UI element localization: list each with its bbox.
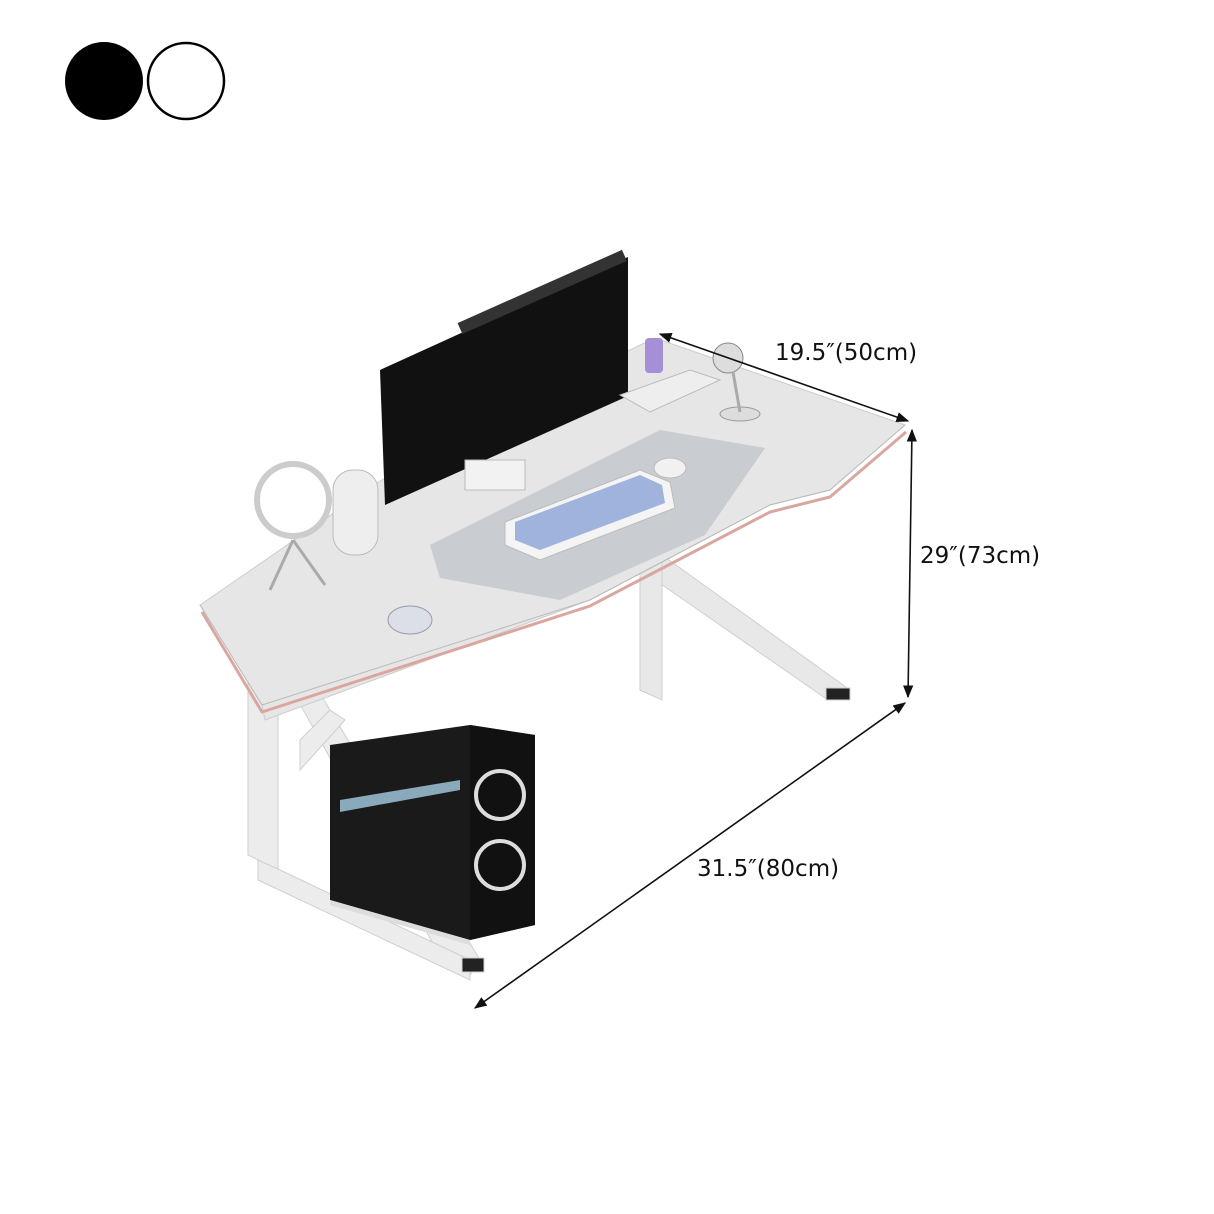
depth-dimension-line xyxy=(658,332,910,423)
color-swatch-black[interactable] xyxy=(65,42,143,120)
monitor xyxy=(380,249,628,505)
depth-label: 19.5″(50cm) xyxy=(775,340,917,366)
height-label: 29″(73cm) xyxy=(920,543,1040,569)
color-swatch-white[interactable] xyxy=(146,41,226,121)
width-label: 31.5″(80cm) xyxy=(697,856,839,882)
right-leg xyxy=(639,554,851,701)
height-dimension-line xyxy=(903,428,917,699)
mouse xyxy=(653,457,687,479)
pc-tower xyxy=(330,725,535,945)
width-dimension-line xyxy=(473,702,907,1009)
keyboard xyxy=(504,469,676,561)
